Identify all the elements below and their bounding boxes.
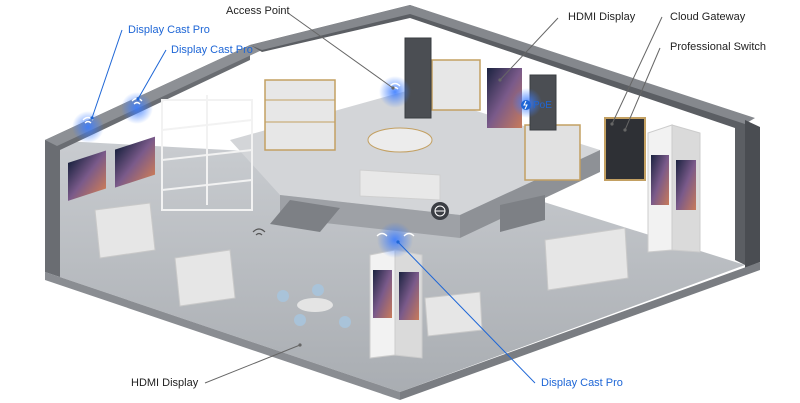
right-counter <box>544 227 629 291</box>
right-pillar-screen-left <box>651 155 669 205</box>
back-shelf-1 <box>264 79 336 151</box>
left-wall-screen-1 <box>68 150 106 201</box>
back-shelf-2 <box>431 59 481 111</box>
label-display-cast-pro-bottom: Display Cast Pro <box>541 377 623 389</box>
floor-wifi-icon <box>252 228 266 236</box>
label-cloud-gateway: Cloud Gateway <box>670 11 746 23</box>
back-door <box>404 37 432 119</box>
label-professional-switch: Professional Switch <box>670 41 766 53</box>
front-right-counter <box>424 291 483 337</box>
right-pillar-screen-right <box>676 160 696 210</box>
label-display-cast-pro-2: Display Cast Pro <box>171 44 253 56</box>
center-pillar-screen-left <box>373 270 392 318</box>
wifi-glow-ap <box>379 76 411 108</box>
gateway-cabinet <box>604 117 646 181</box>
stairs-right <box>500 195 545 232</box>
front-left-counter <box>174 249 236 307</box>
leader-lines <box>91 12 663 384</box>
left-wall-screen-2 <box>115 136 155 188</box>
center-pillar-screen-right <box>399 272 419 320</box>
left-counter <box>94 202 156 259</box>
label-hdmi-display-bottom: HDMI Display <box>131 377 199 389</box>
wifi-glow-left-2 <box>121 92 153 124</box>
wifi-glow-left-1 <box>72 111 104 143</box>
right-door <box>529 74 557 131</box>
label-hdmi-display-top: HDMI Display <box>568 11 636 23</box>
floor-front-edge <box>45 272 400 400</box>
center-display-table <box>359 169 441 201</box>
right-wall <box>745 120 760 268</box>
wifi-glow-center <box>377 222 413 258</box>
poe-badge: PoE <box>533 100 552 111</box>
floor-right-edge <box>400 262 760 400</box>
label-access-point: Access Point <box>226 5 290 17</box>
label-display-cast-pro-1: Display Cast Pro <box>128 24 210 36</box>
stairs-left <box>270 200 340 232</box>
back-left-wall <box>45 45 250 277</box>
right-shelf <box>524 124 581 181</box>
cafe-table <box>297 298 333 312</box>
round-table-stage <box>367 127 433 153</box>
